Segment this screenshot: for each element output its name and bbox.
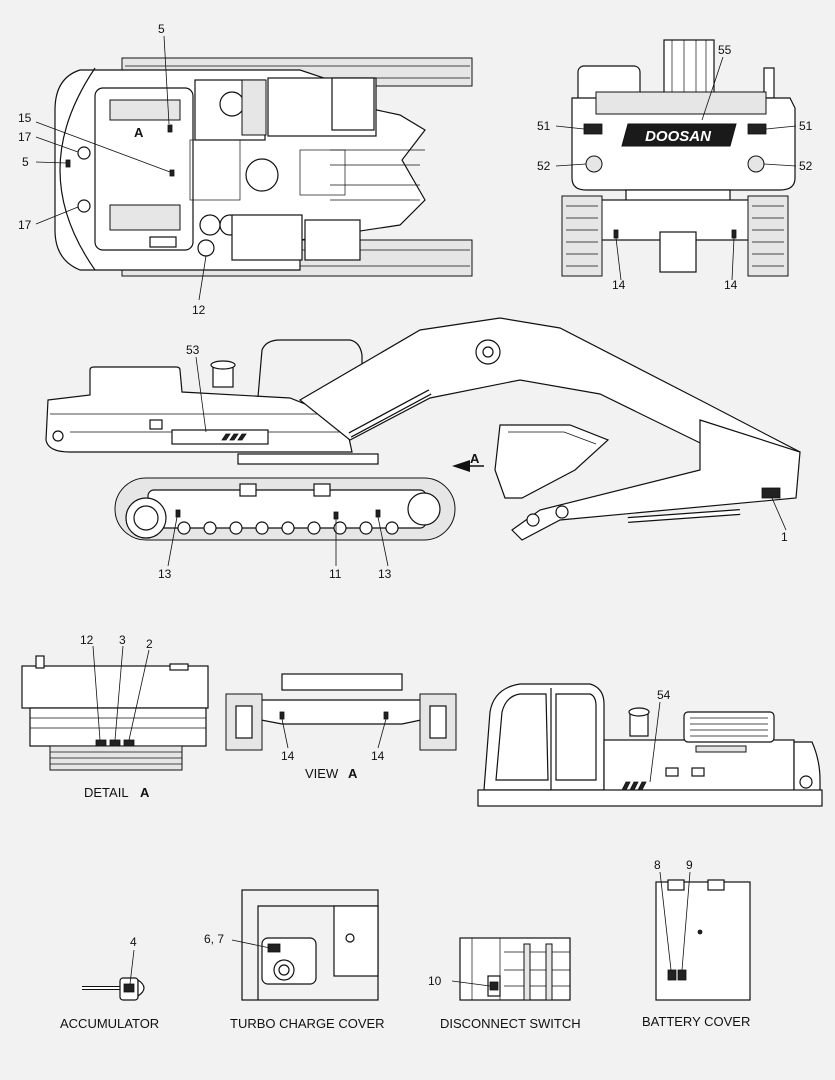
callout-10: 10 [428,974,442,988]
callout-2: 2 [146,637,153,651]
callout-5-side: 5 [22,155,29,169]
right-side-view: 54 [477,683,823,807]
callout-17-lower: 17 [18,218,32,232]
callout-3: 3 [119,633,126,647]
callout-13-right: 13 [378,567,392,581]
decal-4 [123,983,135,993]
rear-view: DOOSAN 51 51 52 52 [537,39,813,292]
decal-51-right [747,123,767,135]
side-view: 53 13 11 13 1 A [45,317,801,581]
decal-14-rear-left [613,229,619,239]
decal-15 [169,169,175,177]
decal-14-view-left [279,711,285,720]
callout-5-top: 5 [158,22,165,36]
callout-13-left: 13 [158,567,172,581]
side-view-upper-body [45,366,353,453]
view-a: 14 14 VIEW A [225,673,457,781]
callout-15: 15 [18,111,32,125]
callout-55: 55 [718,43,732,57]
callout-4: 4 [130,935,137,949]
decal-52-left [585,155,603,173]
decal-1 [761,487,781,499]
decal-51-left [583,123,603,135]
decal-9 [677,969,687,981]
detail-a-caption-letter: A [140,785,150,800]
decal-17-upper [77,146,91,160]
accumulator-view: 4 ACCUMULATOR [60,935,159,1031]
callout-14-view-left: 14 [281,749,295,763]
callout-54: 54 [657,688,671,702]
callout-6-7: 6, 7 [204,932,224,946]
view-a-caption-letter: A [348,766,358,781]
decal-14-view-right [383,711,389,720]
callout-9: 9 [686,858,693,872]
decal-3-detail [109,739,121,747]
battery-cover-view: 8 9 BATTERY COVER [642,858,751,1029]
side-view-arm [511,419,801,541]
decal-17-lower [77,199,91,213]
decal-53-stripes [221,433,247,441]
side-view-a-label: A [470,451,480,466]
decal-14-rear-right [731,229,737,239]
cab [483,683,605,791]
callout-52-right: 52 [799,159,813,173]
decal-5-side [65,159,71,168]
turbo-charge-cover-view: 6, 7 TURBO CHARGE COVER [204,889,385,1031]
callout-8: 8 [654,858,661,872]
detail-a-caption: DETAIL [84,785,129,800]
engine-hood [683,711,775,743]
view-marker-a: A [134,125,144,140]
callout-12-detail: 12 [80,633,94,647]
decal-12-detail [95,739,107,747]
callout-11: 11 [329,567,342,581]
callout-14-rear-left: 14 [612,278,626,292]
callout-14-view-right: 14 [371,749,385,763]
decal-54-stripes [621,781,647,791]
top-view: 5 15 17 5 17 12 A [18,22,473,317]
callout-53: 53 [186,343,200,357]
detail-a: 12 3 2 DETAIL A [21,633,209,800]
decal-6-7 [267,943,281,953]
decal-13-right [375,509,381,518]
doosan-plate [621,123,737,147]
battery-cover-panel [655,881,751,1001]
callout-1: 1 [781,530,788,544]
doosan-logo-text: DOOSAN [645,128,712,145]
decal-52-right [747,155,765,173]
decal-2-detail [123,739,135,747]
callout-12-top: 12 [192,303,206,317]
view-a-arrow [452,460,470,472]
turbo-charge-cover-caption: TURBO CHARGE COVER [230,1016,385,1031]
side-view-bucket [494,424,610,499]
decal-8 [667,969,677,981]
battery-cover-caption: BATTERY COVER [642,1014,750,1029]
decal-10 [489,981,499,991]
callout-17-upper: 17 [18,130,32,144]
decal-11 [333,511,339,520]
accumulator-caption: ACCUMULATOR [60,1016,159,1031]
disconnect-switch-view: 10 DISCONNECT SWITCH [428,937,581,1031]
callout-51-right: 51 [799,119,813,133]
callout-14-rear-right: 14 [724,278,738,292]
callout-52-left: 52 [537,159,551,173]
decal-5-top [167,124,173,133]
view-a-caption: VIEW [305,766,339,781]
callout-51-left: 51 [537,119,551,133]
decal-13-left [175,509,181,518]
disconnect-switch-caption: DISCONNECT SWITCH [440,1016,581,1031]
